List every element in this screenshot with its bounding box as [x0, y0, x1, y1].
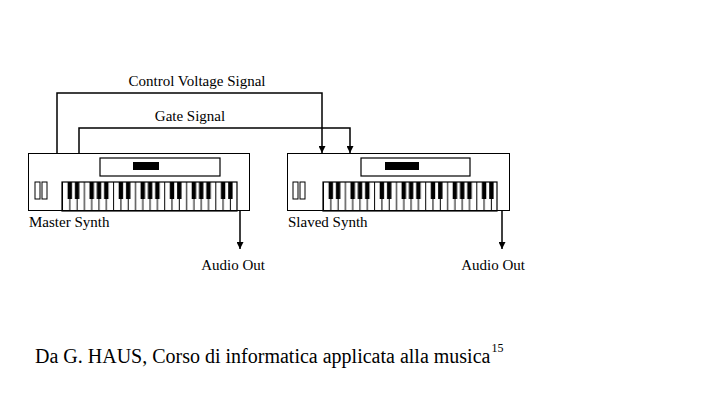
footnote-number: 15 [491, 341, 503, 356]
slaved-synth-panel [293, 158, 497, 211]
signal-wire [79, 128, 350, 153]
figure-caption: Da G. HAUS, Corso di informatica applica… [35, 345, 490, 368]
master-synth-panel [35, 158, 237, 211]
audio-out-label: Audio Out [461, 257, 525, 274]
audio-out-wire [239, 211, 241, 249]
audio-out-wire [501, 211, 503, 249]
synth-name: Slaved Synth [288, 214, 368, 231]
signal-label: Gate Signal [153, 108, 227, 125]
synth-name: Master Synth [29, 214, 109, 231]
synth-keyboard: Master Synth [28, 153, 250, 211]
signal-label: Control Voltage Signal [127, 73, 268, 90]
synth-keyboard: Slaved Synth [287, 153, 510, 211]
audio-out-label: Audio Out [201, 257, 265, 274]
signal-wire [57, 93, 322, 153]
